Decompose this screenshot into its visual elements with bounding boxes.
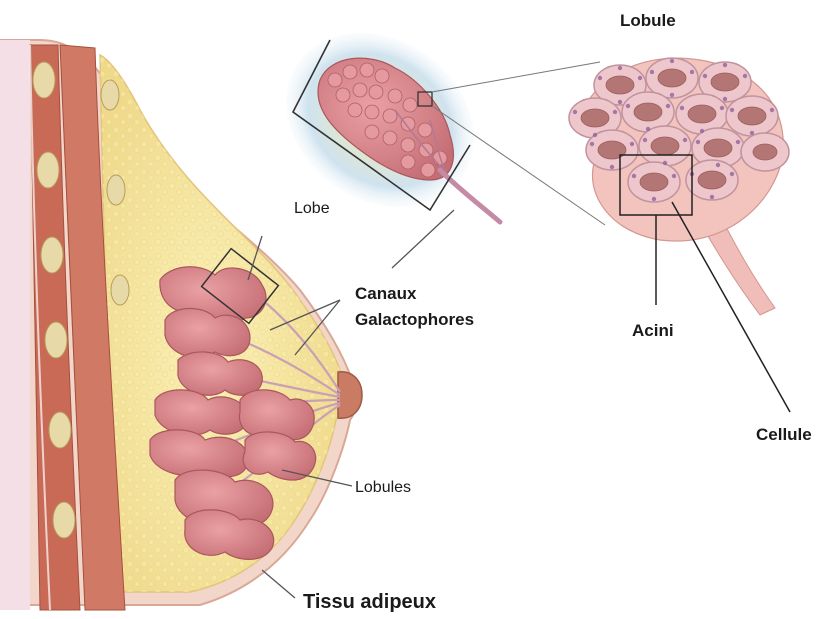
label-acini: Acini [632,321,674,340]
nipple [338,372,362,419]
label-tissu-adipeux: Tissu adipeux [303,591,436,613]
label-canaux: Canaux [355,284,417,303]
tissu-leader [262,570,295,598]
label-lobules: Lobules [355,479,411,496]
chest-wall-skin [0,40,30,610]
lobe-inset-leader [392,210,454,268]
label-cellule: Cellule [756,425,812,444]
label-lobe: Lobe [294,200,330,217]
label-galactophores: Galactophores [355,310,474,329]
lobule-inset [569,58,790,412]
label-lobule-title: Lobule [620,11,676,30]
